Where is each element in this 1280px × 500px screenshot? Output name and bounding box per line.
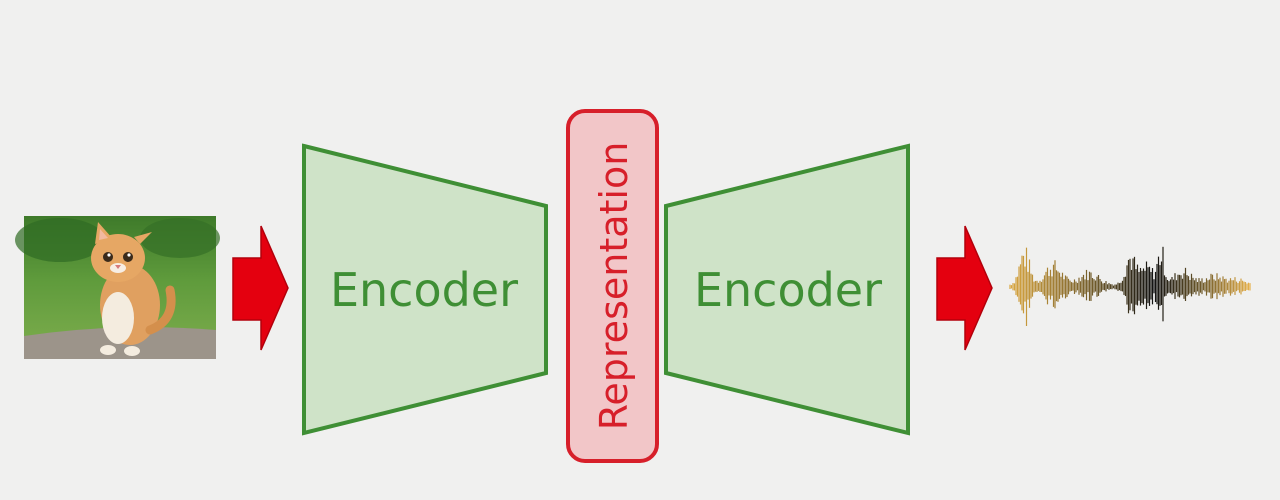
- kitten-photo-icon: [15, 216, 220, 359]
- representation-block: [566, 109, 659, 463]
- left-encoder-label: Encoder: [330, 263, 518, 317]
- right-encoder-label: Encoder: [694, 263, 882, 317]
- output-arrow-icon: [936, 225, 993, 351]
- representation-label: Representation: [592, 142, 636, 431]
- left-encoder-block: [302, 143, 548, 436]
- right-encoder-block: [664, 143, 910, 436]
- input-arrow-icon: [232, 225, 289, 351]
- audio-waveform-icon: [1009, 246, 1251, 326]
